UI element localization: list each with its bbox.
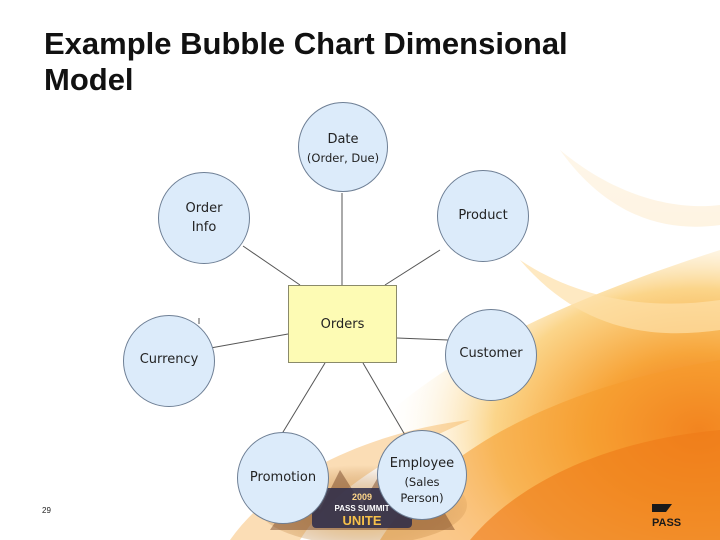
pass-logo: PASS: [652, 504, 681, 528]
dimension-order-info: [158, 172, 250, 264]
dimension-product-label: Product: [458, 208, 508, 223]
dimension-promotion-label: Promotion: [249, 470, 317, 485]
dimension-date: [298, 102, 388, 192]
svg-text:2009: 2009: [352, 492, 372, 502]
dimension-currency: [123, 315, 215, 407]
dimension-order-info-label2: Info: [191, 220, 217, 235]
link-currency: [204, 333, 289, 350]
dimension-product: [437, 170, 529, 262]
dimension-date-label: Date: [327, 132, 359, 147]
link-product: [384, 249, 441, 286]
link-customer: [396, 337, 449, 341]
dimension-employee-sublabel: (Sales: [404, 475, 440, 489]
link-order-info: [242, 245, 301, 286]
slide-number: 29: [42, 506, 51, 515]
fact-table-orders: [288, 285, 397, 363]
svg-text:UNITE: UNITE: [343, 513, 382, 528]
link-employee: [362, 362, 406, 436]
link-promotion: [279, 362, 326, 438]
dimension-date-sublabel: (Order, Due): [306, 151, 380, 165]
dimension-employee-sublabel2: Person): [400, 491, 444, 505]
dimension-promotion: [237, 432, 329, 524]
dimension-employee: [377, 430, 467, 520]
svg-text:PASS: PASS: [652, 517, 681, 528]
dimension-customer-label: Customer: [459, 346, 523, 361]
slide-title: Example Bubble Chart Dimensional Model: [44, 26, 568, 97]
svg-text:PASS SUMMIT: PASS SUMMIT: [335, 504, 390, 513]
fact-table-label: Orders: [320, 317, 365, 332]
dimension-order-info-label: Order: [185, 201, 223, 216]
dimension-customer: [445, 309, 537, 401]
dimension-employee-label: Employee: [389, 456, 455, 471]
dimension-currency-label: Currency: [139, 352, 199, 367]
